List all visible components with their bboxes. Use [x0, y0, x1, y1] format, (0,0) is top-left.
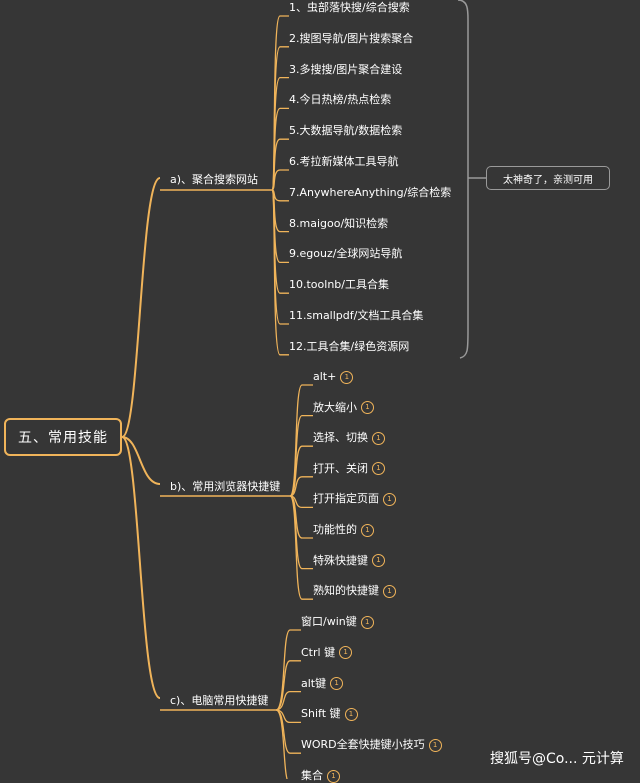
- branch-b-item[interactable]: 打开指定页面 1: [313, 492, 396, 506]
- item-label: 6.考拉新媒体工具导航: [289, 155, 399, 168]
- branch-b-item[interactable]: 熟知的快捷键 1: [313, 584, 396, 598]
- branch-a-item[interactable]: 8.maigoo/知识检索: [289, 217, 388, 231]
- leaf-link-line: [275, 629, 301, 711]
- item-label: 窗口/win键: [301, 615, 357, 628]
- item-label: alt+: [313, 370, 337, 383]
- item-label: 10.toolnb/工具合集: [289, 278, 389, 292]
- summary-note[interactable]: 太神奇了，亲测可用: [486, 166, 610, 190]
- collapsed-count-badge[interactable]: 1: [428, 738, 442, 752]
- item-label: 9.egouz/全球网站导航: [289, 247, 403, 261]
- root-to-branch-line: [121, 436, 161, 699]
- item-label: 11.smallpdf/文档工具合集: [289, 309, 424, 322]
- leaf-link-line: [275, 690, 301, 711]
- root-to-branch-line: [121, 436, 161, 485]
- collapsed-count-badge[interactable]: 1: [340, 370, 354, 384]
- branch-a-item[interactable]: 7.AnywhereAnything/综合检索: [289, 186, 451, 200]
- leaf-link-line: [271, 189, 289, 356]
- item-label: WORD全套快捷键小技巧: [301, 738, 425, 752]
- collapsed-count-badge[interactable]: 1: [361, 523, 374, 537]
- collapsed-count-badge[interactable]: 1: [339, 646, 353, 660]
- item-label: 打开、关闭: [313, 461, 368, 475]
- branch-a-item[interactable]: 4.今日热榜/热点检索: [289, 93, 391, 107]
- item-label: Shift 键: [301, 707, 341, 721]
- collapsed-count-badge[interactable]: 1: [383, 492, 396, 506]
- item-label: 打开指定页面: [313, 492, 379, 506]
- branch-b-item[interactable]: alt+1: [313, 370, 354, 384]
- leaf-link-line: [289, 414, 313, 497]
- leaf-link-line: [289, 476, 313, 497]
- item-label: 集合: [301, 769, 323, 782]
- branch-a-item[interactable]: 1、虫部落快搜/综合搜索: [289, 1, 410, 15]
- watermark: 搜狐号@Co... 元计算: [490, 751, 624, 767]
- branch-b-item[interactable]: 打开、关闭 1: [313, 462, 385, 476]
- branch-a-item[interactable]: 6.考拉新媒体工具导航: [289, 155, 399, 169]
- collapsed-count-badge[interactable]: 1: [372, 431, 385, 445]
- item-label: 3.多搜搜/图片聚合建设: [289, 62, 403, 76]
- item-label: 7.AnywhereAnything/综合检索: [289, 185, 452, 199]
- branch-b-item[interactable]: 功能性的 1: [313, 523, 374, 537]
- leaf-link-line: [271, 169, 289, 191]
- branch-b-label[interactable]: b)、常用浏览器快捷键: [170, 480, 281, 493]
- root-to-branch-line: [121, 177, 161, 438]
- collapsed-count-badge[interactable]: 1: [327, 769, 340, 783]
- item-label: alt键: [301, 676, 327, 690]
- collapsed-count-badge[interactable]: 1: [361, 401, 374, 415]
- branch-a-item[interactable]: 3.多搜搜/图片聚合建设: [289, 63, 402, 77]
- leaf-link-line: [275, 709, 288, 779]
- item-label: 功能性的: [313, 523, 357, 536]
- item-label: 2.搜图导航/图片搜索聚合: [289, 31, 414, 45]
- root-node[interactable]: 五、常用技能: [4, 418, 122, 456]
- branch-a-item[interactable]: 2.搜图导航/图片搜索聚合: [289, 32, 413, 46]
- collapsed-count-badge[interactable]: 1: [330, 677, 344, 691]
- collapsed-count-badge[interactable]: 1: [372, 462, 385, 476]
- branch-b-item[interactable]: 选择、切换 1: [313, 431, 385, 445]
- branch-c-label[interactable]: c)、电脑常用快捷键: [170, 694, 269, 707]
- collapsed-count-badge[interactable]: 1: [383, 584, 396, 598]
- item-label: 5.大数据导航/数据检索: [289, 124, 403, 138]
- group-bracket: [457, 0, 469, 359]
- item-label: 1、虫部落快搜/综合搜索: [289, 1, 410, 14]
- branch-c-item[interactable]: 集合 1: [301, 769, 340, 783]
- branch-a-item[interactable]: 9.egouz/全球网站导航: [289, 247, 402, 261]
- item-label: 熟知的快捷键: [313, 584, 379, 598]
- item-label: Ctrl 键: [301, 645, 336, 659]
- branch-a-item[interactable]: 12.工具合集/绿色资源网: [289, 340, 409, 354]
- collapsed-count-badge[interactable]: 1: [372, 554, 385, 568]
- leaf-link-line: [289, 445, 313, 497]
- branch-a-item[interactable]: 5.大数据导航/数据检索: [289, 124, 402, 138]
- branch-a-label[interactable]: a)、聚合搜索网站: [170, 173, 259, 186]
- item-label: 12.工具合集/绿色资源网: [289, 339, 410, 353]
- item-label: 8.maigoo/知识检索: [289, 216, 389, 230]
- leaf-link-line: [289, 495, 313, 600]
- collapsed-count-badge[interactable]: 1: [344, 707, 358, 721]
- branch-b-item[interactable]: 特殊快捷键 1: [313, 554, 385, 568]
- collapsed-count-badge[interactable]: 1: [360, 615, 374, 629]
- branch-b-item[interactable]: 放大缩小 1: [313, 401, 374, 415]
- item-label: 特殊快捷键: [313, 553, 368, 567]
- item-label: 放大缩小: [313, 400, 357, 414]
- item-label: 选择、切换: [313, 431, 368, 445]
- leaf-link-line: [289, 384, 313, 497]
- item-label: 4.今日热榜/热点检索: [289, 93, 392, 107]
- branch-a-item[interactable]: 10.toolnb/工具合集: [289, 278, 389, 292]
- branch-a-item[interactable]: 11.smallpdf/文档工具合集: [289, 309, 423, 323]
- leaf-link-line: [275, 660, 301, 711]
